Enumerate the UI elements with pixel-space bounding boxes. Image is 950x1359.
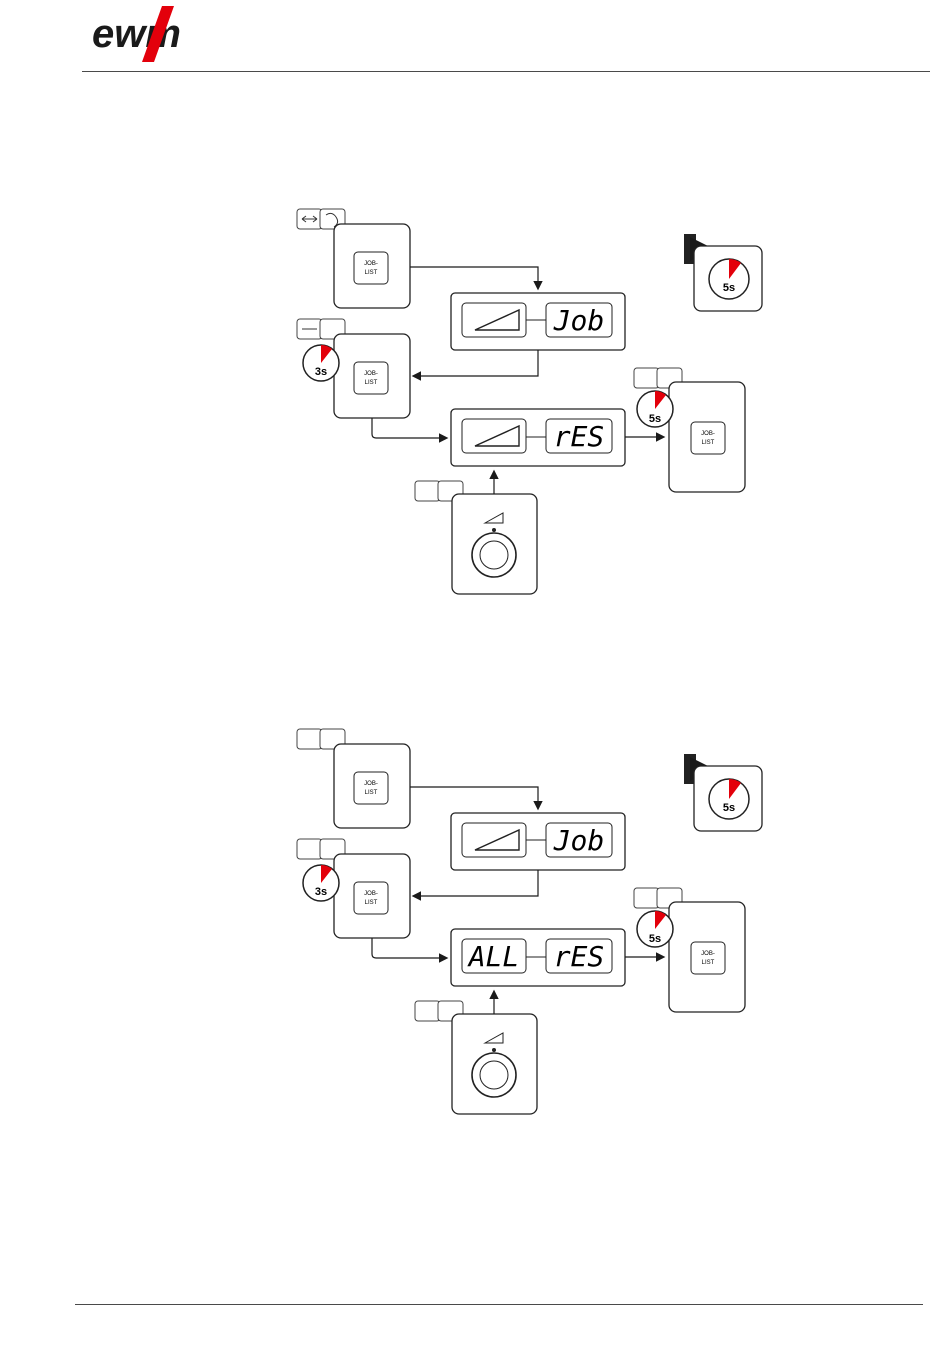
header-rule <box>82 71 930 72</box>
svg-text:LIST: LIST <box>365 790 378 796</box>
svg-text:JOB-: JOB- <box>701 431 715 437</box>
svg-text:3s: 3s <box>315 886 327 898</box>
joblist-label-1a: JOB- <box>364 261 378 267</box>
svg-text:JOB-: JOB- <box>701 951 715 957</box>
diagram-all-res: JOB- LIST Job 5s 3s JOB- LIST ALL rES 5s… <box>0 720 950 1140</box>
joblist-button-2 <box>354 362 388 394</box>
diagram-res: JOB- LIST Job 5s 3s JOB- LIST rES 5s JOB… <box>0 200 950 620</box>
display-top-right: Job <box>553 304 605 337</box>
toggle-arrows-icon <box>297 729 322 749</box>
arrow-to-display-top <box>410 267 538 288</box>
svg-text:JOB-: JOB- <box>364 371 378 377</box>
svg-text:LIST: LIST <box>702 440 715 446</box>
toggle-arrows-icon <box>634 368 659 388</box>
svg-text:ALL: ALL <box>467 940 520 973</box>
svg-text:JOB-: JOB- <box>364 891 378 897</box>
joblist-button-3 <box>691 422 725 454</box>
svg-text:Job: Job <box>553 824 605 857</box>
rotate-hand-icon <box>415 481 440 501</box>
joblist-label-1b: LIST <box>365 270 378 276</box>
joblist-button-1 <box>354 252 388 284</box>
svg-text:LIST: LIST <box>702 960 715 966</box>
footer-rule <box>75 1304 923 1305</box>
display-bottom-right: rES <box>554 420 605 453</box>
toggle-arrows-icon <box>297 209 322 229</box>
ewm-logo: ewm <box>92 4 222 64</box>
arrow-back <box>414 350 538 376</box>
exit-timer-label: 5s <box>723 282 735 294</box>
svg-text:5s: 5s <box>649 933 661 945</box>
svg-text:rES: rES <box>554 940 605 973</box>
timer-3s-label: 3s <box>315 366 327 378</box>
svg-text:LIST: LIST <box>365 380 378 386</box>
svg-text:LIST: LIST <box>365 900 378 906</box>
svg-text:JOB-: JOB- <box>364 781 378 787</box>
svg-text:5s: 5s <box>649 413 661 425</box>
svg-text:5s: 5s <box>723 802 735 814</box>
toggle-arrows-icon <box>297 319 322 339</box>
arrow-to-display-bottom <box>372 418 446 438</box>
